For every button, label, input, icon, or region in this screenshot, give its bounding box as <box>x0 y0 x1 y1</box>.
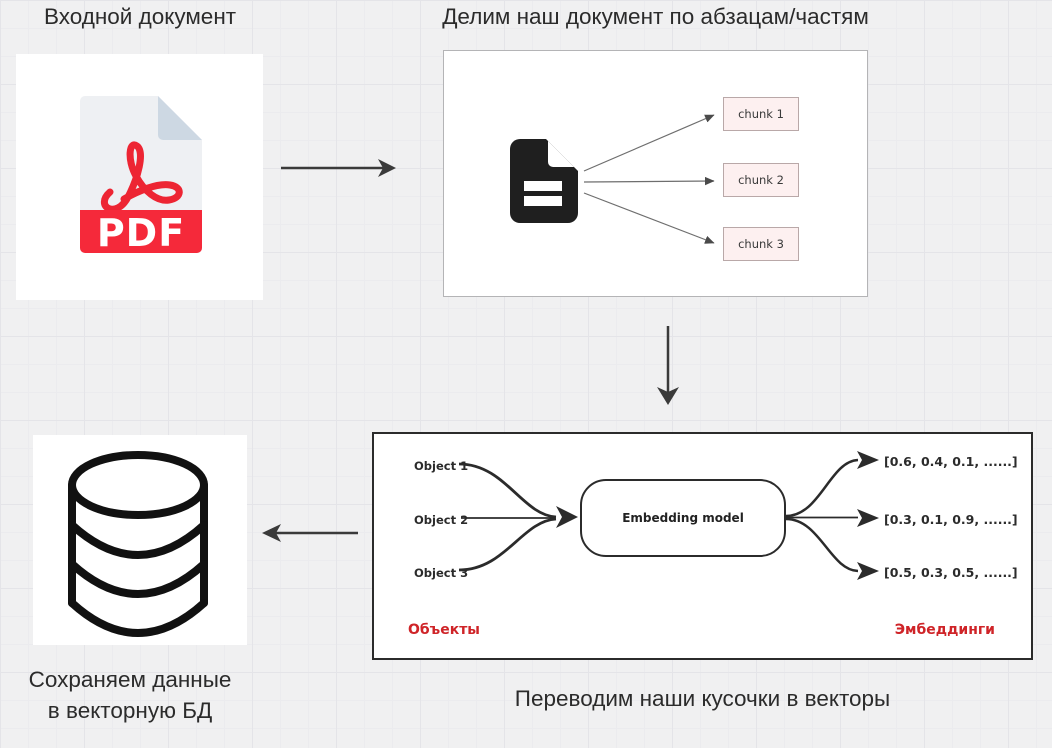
arrow-embedding-to-db <box>262 524 358 542</box>
chunking-title: Делим наш документ по абзацам/частям <box>442 4 869 29</box>
object-label-1: Object 1 <box>414 459 469 473</box>
database-icon <box>68 451 208 637</box>
embedding-model-label: Embedding model <box>622 511 744 525</box>
pdf-fold-corner <box>158 96 202 140</box>
pdf-band <box>80 210 202 253</box>
vector-label-1: [0.6, 0.4, 0.1, ......] <box>884 454 1018 469</box>
db-caption-line1: Сохраняем данные <box>28 667 232 692</box>
arrow-chunking-to-embedding <box>657 326 679 405</box>
input-doc-title: Входной документ <box>43 4 237 29</box>
embedding-model-box: Embedding model <box>580 479 786 557</box>
db-caption-line2: в векторную БД <box>47 698 213 723</box>
object-label-3: Object 3 <box>414 566 469 580</box>
db-card <box>33 435 247 645</box>
pdf-card: PDF <box>16 54 263 300</box>
arrow-pdf-to-chunking <box>281 159 396 177</box>
chunking-box: chunk 1 chunk 2 chunk 3 <box>443 50 868 297</box>
objects-caption: Объекты <box>408 622 480 638</box>
embeddings-caption: Эмбеддинги <box>894 622 995 638</box>
document-icon <box>510 139 578 223</box>
embedding-box: Object 1 Object 2 Object 3 Embedding mod… <box>372 432 1033 660</box>
pdf-logo-squiggle <box>100 141 183 213</box>
vector-label-3: [0.5, 0.3, 0.5, ......] <box>884 565 1018 580</box>
pdf-label: PDF <box>97 211 185 255</box>
chunk-1-box: chunk 1 <box>723 97 799 131</box>
embedding-caption: Переводим наши кусочки в векторы <box>514 686 891 711</box>
chunk-2-label: chunk 2 <box>738 173 784 187</box>
object-label-2: Object 2 <box>414 513 469 527</box>
chunk-3-box: chunk 3 <box>723 227 799 261</box>
chunk-1-label: chunk 1 <box>738 107 784 121</box>
db-caption: Сохраняем данные в векторную БД <box>0 664 260 726</box>
chunk-2-box: chunk 2 <box>723 163 799 197</box>
vector-label-2: [0.3, 0.1, 0.9, ......] <box>884 512 1018 527</box>
chunk-3-label: chunk 3 <box>738 237 784 251</box>
pdf-file-icon: PDF <box>80 96 202 255</box>
